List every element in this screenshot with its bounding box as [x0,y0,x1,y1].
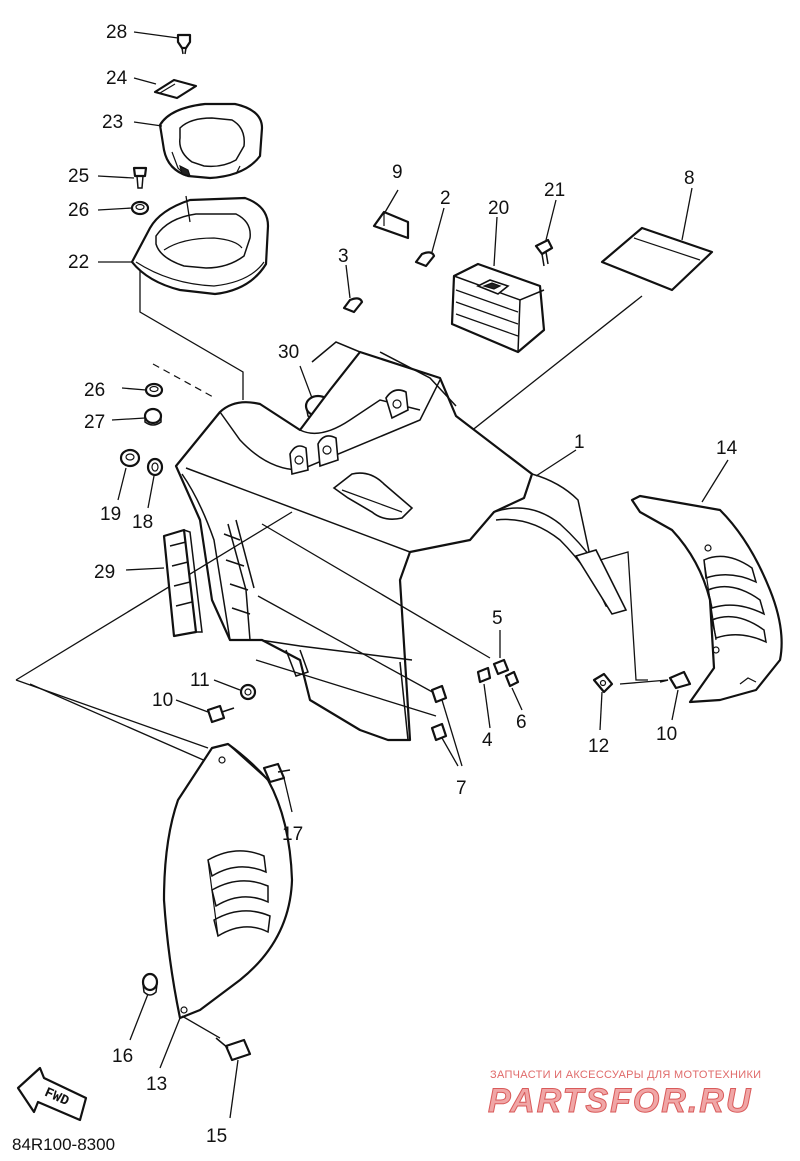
part-29-bracket [162,528,203,638]
part-12-nut [592,672,614,694]
callout-17: 17 [282,824,303,845]
part-19-nut [119,448,141,468]
part-17-bolt [262,762,291,784]
part-26-grommet-lower [144,382,164,398]
part-27-collar [143,407,163,426]
callout-10-right: 10 [656,724,677,745]
part-25-screw [132,166,148,189]
callout-16: 16 [112,1046,133,1067]
part-14-right-panel [630,494,783,704]
callout-8: 8 [684,168,695,189]
part-7-clips [430,684,448,742]
callout-12: 12 [588,736,609,757]
callout-27: 27 [84,412,105,433]
callout-14: 14 [716,438,738,459]
callout-30: 30 [278,342,299,363]
part-24-plate [153,78,198,100]
callout-6: 6 [516,712,527,733]
part-15-bolt [215,1037,252,1062]
part-8-label [600,226,714,292]
part-23-lid [158,102,264,180]
watermark: ЗАПЧАСТИ И АКСЕССУАРЫ ДЛЯ МОТОТЕХНИКИ PA… [488,1069,762,1121]
callout-7: 7 [456,778,467,799]
fwd-arrow-icon: FWD [16,1066,88,1122]
part-3-trim [342,297,364,314]
callout-21: 21 [544,180,565,201]
part-2-trim [414,251,436,268]
part-13-left-panel [162,742,294,1020]
part-5-clip [492,658,510,676]
callout-25: 25 [68,166,89,187]
part-10-bolt-right [659,670,692,690]
callout-5: 5 [492,608,503,629]
callout-20: 20 [488,198,509,219]
callout-13: 13 [146,1074,167,1095]
part-6-clip [504,670,520,688]
part-4-clip [476,666,492,684]
part-26-grommet-upper [130,200,150,216]
callout-18: 18 [132,512,153,533]
callout-26-upper: 26 [68,200,89,221]
part-16-grommet [141,972,159,996]
callout-1: 1 [574,432,585,453]
callout-11: 11 [190,670,210,691]
callout-2: 2 [440,188,451,209]
watermark-tagline: ЗАПЧАСТИ И АКСЕССУАРЫ ДЛЯ МОТОТЕХНИКИ [490,1069,761,1081]
callout-23: 23 [102,112,123,133]
callout-19: 19 [100,504,121,525]
part-1-front-fender [174,341,628,742]
part-28-screw [176,33,192,55]
watermark-brand: PARTSFOR.RU [488,1082,752,1120]
callout-29: 29 [94,562,115,583]
diagram-code: 84R100-8300 [12,1135,115,1154]
callout-3: 3 [338,246,349,267]
callout-4: 4 [482,730,493,751]
part-22-holder [130,196,270,296]
part-20-cover [450,262,546,354]
callout-15: 15 [206,1126,227,1147]
part-18-washer [146,457,164,477]
part-21-clip [534,238,554,267]
callout-26-lower: 26 [84,380,105,401]
part-11-collar [239,683,257,701]
part-10-bolt-left [206,704,235,724]
callout-24: 24 [106,68,128,89]
callout-22: 22 [68,252,89,273]
callout-28: 28 [106,22,127,43]
callout-9: 9 [392,162,403,183]
callout-10-left: 10 [152,690,173,711]
part-9-trim [372,210,410,240]
